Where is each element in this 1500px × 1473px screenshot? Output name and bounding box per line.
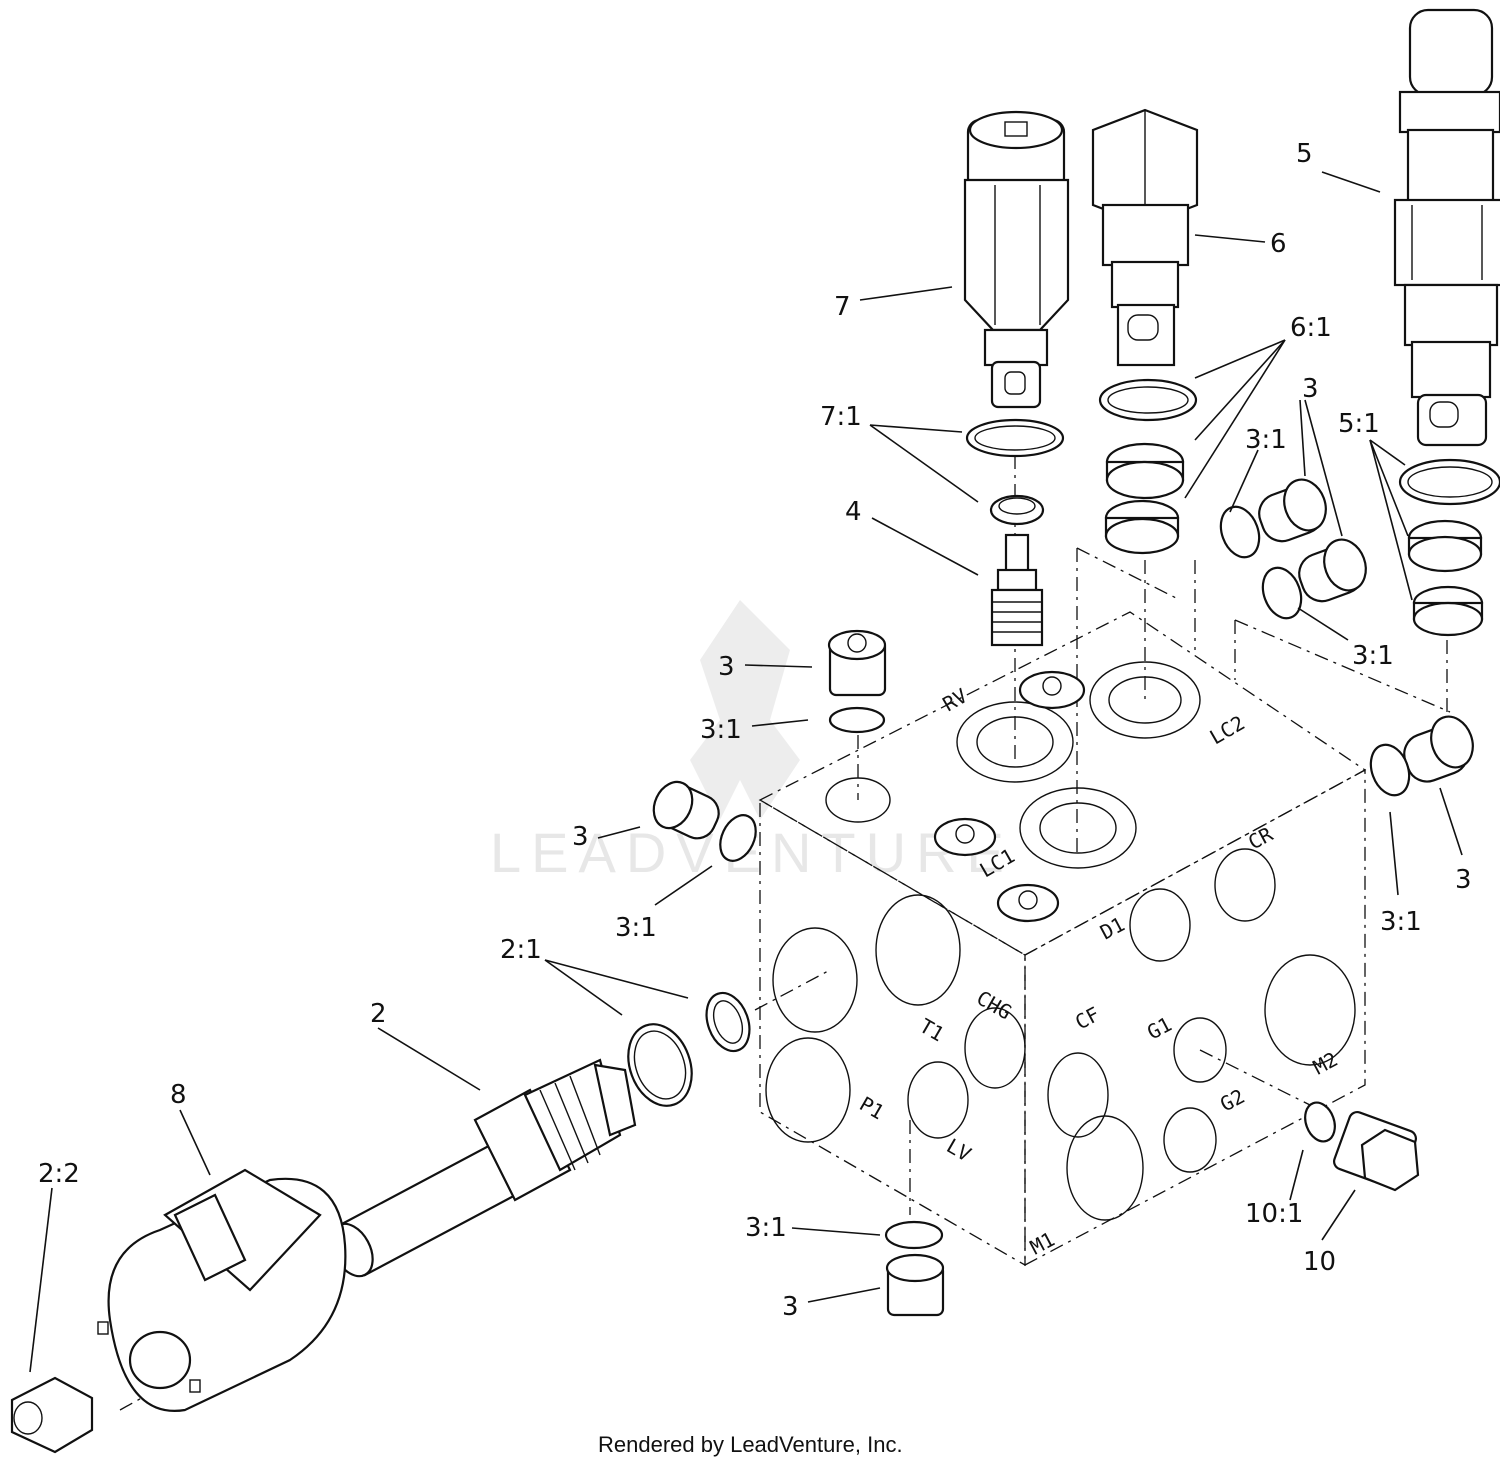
callout-3-right: 3 [1455, 865, 1472, 895]
port-label-rv: RV [939, 683, 972, 716]
plug-3-top-right-b [1261, 538, 1367, 620]
callout-5-1: 5:1 [1338, 409, 1380, 439]
part-4-poppet [990, 533, 1044, 647]
callout-7-1: 7:1 [820, 402, 862, 432]
part-5-1-seals [1398, 458, 1500, 637]
right-face-ports [1047, 848, 1356, 1221]
port-label-lc2: LC2 [1206, 710, 1249, 749]
port-label-chg: CHG [973, 986, 1016, 1025]
plug-3-left [652, 780, 757, 862]
callout-labels: 5 6 7 6:1 3 7:1 5:1 3:1 4 3:1 3 3:1 3 3 … [38, 139, 1472, 1322]
callout-3-top-right: 3 [1302, 374, 1319, 404]
callout-7: 7 [834, 292, 851, 322]
part-6-cartridge [1091, 108, 1199, 367]
port-label-cf: CF [1071, 1002, 1104, 1035]
callout-10: 10 [1303, 1247, 1336, 1277]
port-label-m1: M1 [1026, 1227, 1059, 1260]
leader-lines [29, 171, 1463, 1373]
plug-3-top-right-a [1219, 478, 1327, 559]
part-8-coil [97, 1168, 347, 1412]
left-face-ports [765, 894, 1026, 1143]
callout-2: 2 [370, 999, 387, 1029]
port-label-g2: G2 [1216, 1084, 1249, 1117]
callout-6-1: 6:1 [1290, 313, 1332, 343]
callout-8: 8 [170, 1080, 187, 1110]
callout-5: 5 [1296, 139, 1313, 169]
port-label-d1: D1 [1096, 912, 1129, 945]
callout-3-1-right: 3:1 [1380, 907, 1422, 937]
port-label-t1: T1 [916, 1014, 949, 1047]
callout-3-1-top-right: 3:1 [1245, 425, 1287, 455]
callout-2-2: 2:2 [38, 1159, 80, 1189]
callout-2-1: 2:1 [500, 935, 542, 965]
callout-3-1-left: 3:1 [615, 913, 657, 943]
part-2-stem [330, 1058, 637, 1278]
plug-3-top-left [827, 629, 887, 734]
part-2-2-nut [10, 1376, 94, 1454]
callout-3-bottom: 3 [782, 1292, 799, 1322]
part-6-1-seals [1098, 378, 1198, 555]
callout-4: 4 [845, 497, 862, 527]
part-5-cartridge [1393, 8, 1500, 447]
port-label-p1: P1 [856, 1092, 889, 1125]
part-7-cartridge [963, 110, 1070, 409]
top-face-ports [825, 661, 1201, 923]
callout-10-1: 10:1 [1245, 1199, 1303, 1229]
callout-3-1-bottom: 3:1 [745, 1213, 787, 1243]
port-label-m2: M2 [1309, 1047, 1342, 1080]
callout-3-1-right-upper: 3:1 [1352, 641, 1394, 671]
watermark-logo [690, 600, 800, 820]
footer-credit: Rendered by LeadVenture, Inc. [598, 1432, 903, 1457]
plug-3-right [1369, 715, 1474, 797]
part-10-plug [1304, 1101, 1420, 1192]
port-label-lv: LV [943, 1134, 976, 1167]
port-label-g1: G1 [1143, 1012, 1176, 1045]
callout-3-top-left: 3 [718, 652, 735, 682]
part-7-1-seals [965, 418, 1065, 526]
callout-3-1-top-left: 3:1 [700, 715, 742, 745]
callout-3-left: 3 [572, 822, 589, 852]
callout-6: 6 [1270, 229, 1287, 259]
plug-3-bottom [884, 1220, 945, 1317]
part-2-1-rings [627, 991, 751, 1107]
port-labels: RV LC2 LC1 CR D1 CHG T1 CF G1 M2 G2 P1 L… [856, 683, 1342, 1259]
